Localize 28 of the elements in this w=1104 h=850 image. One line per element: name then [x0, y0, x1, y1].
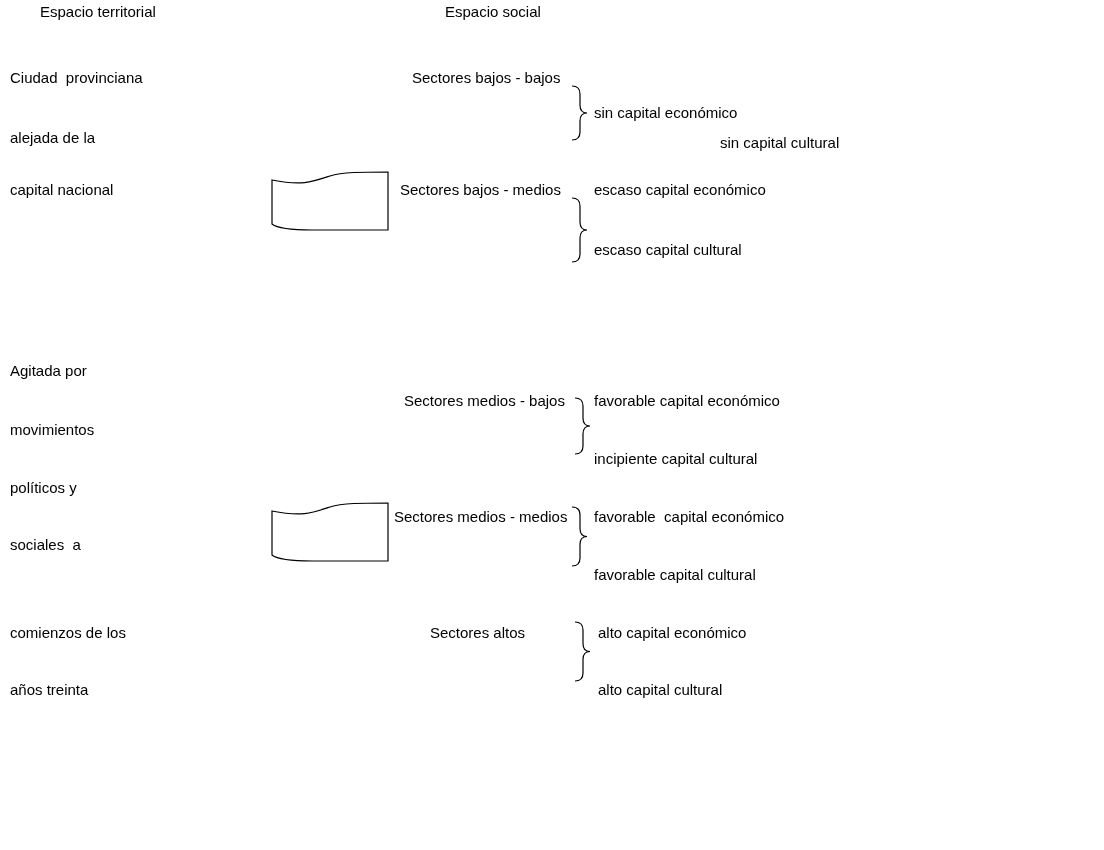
capital-label: incipiente capital cultural — [594, 449, 758, 469]
territory-text: capital nacional — [10, 180, 114, 200]
capital-label: sin capital cultural — [720, 133, 840, 153]
banner-shape — [271, 502, 389, 562]
capital-label: favorable capital económico — [594, 391, 780, 411]
capital-label: escaso capital cultural — [594, 240, 742, 260]
sector-label: Sectores bajos - bajos — [412, 68, 561, 88]
territory-text: Ciudad provinciana — [10, 68, 143, 88]
territory-text: sociales a — [10, 535, 81, 555]
capital-label: escaso capital económico — [594, 180, 766, 200]
capital-label: sin capital económico — [594, 103, 738, 123]
capital-label: alto capital cultural — [598, 680, 723, 700]
sector-label: Sectores bajos - medios — [400, 180, 561, 200]
territory-text: Agitada por — [10, 361, 87, 381]
column-heading: Espacio territorial — [40, 2, 156, 22]
territory-text: movimientos — [10, 420, 95, 440]
column-heading: Espacio social — [445, 2, 541, 22]
sector-label: Sectores altos — [430, 623, 526, 643]
territory-text: años treinta — [10, 680, 89, 700]
sector-label: Sectores medios - medios — [394, 507, 568, 527]
capital-label: favorable capital cultural — [594, 565, 756, 585]
territory-text: alejada de la — [10, 128, 96, 148]
capital-label: favorable capital económico — [594, 507, 785, 527]
capital-label: alto capital económico — [598, 623, 747, 643]
territory-text: políticos y — [10, 478, 77, 498]
territory-text: comienzos de los — [10, 623, 126, 643]
banner-shape — [271, 171, 389, 231]
sector-label: Sectores medios - bajos — [404, 391, 565, 411]
